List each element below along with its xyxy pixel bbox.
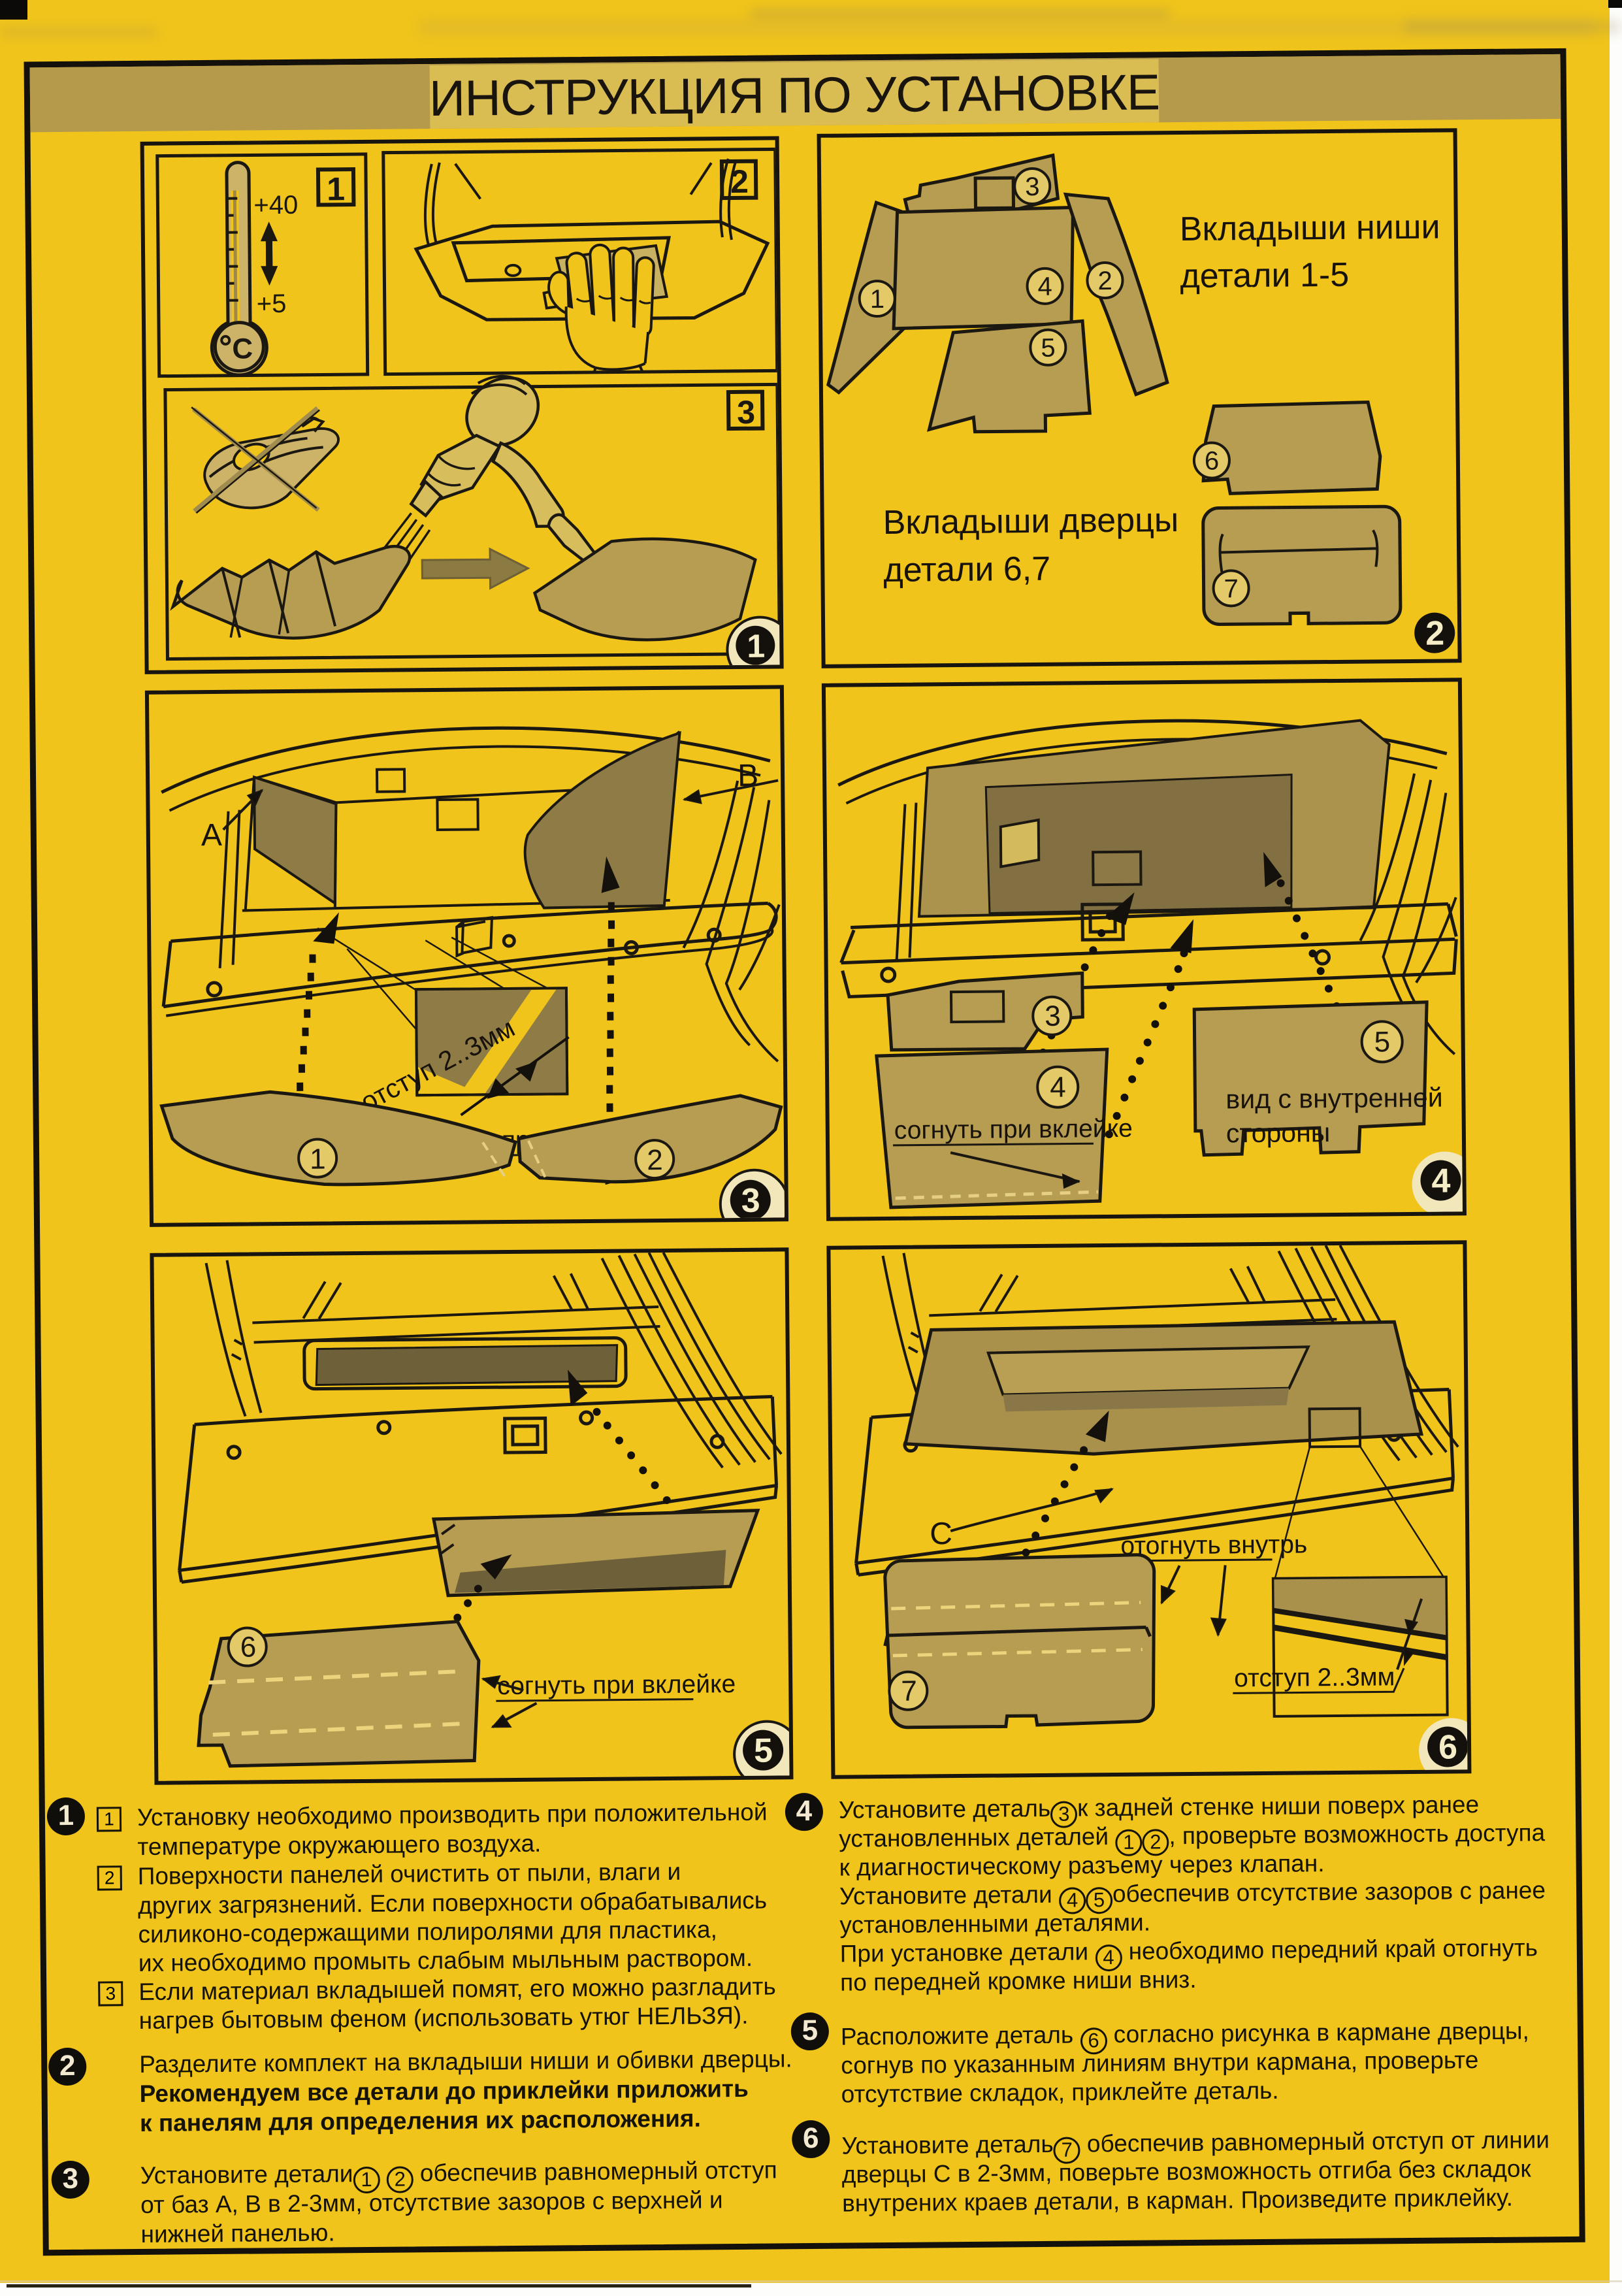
svg-text:согнуть при вклейке: согнуть при вклейке [894, 1115, 1133, 1145]
svg-text:1: 1 [747, 628, 765, 664]
svg-text:3: 3 [741, 1182, 760, 1220]
svg-text:детали 6,7: детали 6,7 [883, 550, 1050, 589]
svg-text:вид с внутренней: вид с внутренней [1225, 1083, 1443, 1115]
svg-text:отступ 2..3мм: отступ 2..3мм [1234, 1663, 1395, 1692]
svg-text:3: 3 [737, 394, 755, 431]
svg-text:5: 5 [1374, 1026, 1390, 1058]
svg-text:7: 7 [901, 1675, 917, 1707]
svg-text:6: 6 [240, 1631, 256, 1663]
svg-text:3: 3 [1025, 172, 1040, 201]
svg-text:2: 2 [1425, 615, 1444, 653]
svg-text:2: 2 [730, 163, 749, 200]
svg-text:детали 1-5: детали 1-5 [1180, 256, 1349, 295]
svg-text:стороны: стороны [1226, 1117, 1331, 1148]
svg-text:+40: +40 [253, 191, 298, 220]
svg-text:согнуть при вклейке: согнуть при вклейке [497, 1670, 736, 1700]
svg-text:C: C [232, 333, 253, 365]
svg-text:C: C [930, 1517, 952, 1551]
svg-text:6: 6 [1205, 447, 1220, 476]
svg-text:5: 5 [754, 1732, 773, 1770]
svg-text:1: 1 [870, 285, 885, 314]
svg-text:отогнуть внутрь: отогнуть внутрь [1120, 1530, 1307, 1560]
svg-text:2: 2 [647, 1144, 663, 1176]
svg-text:Вкладыши ниши: Вкладыши ниши [1180, 208, 1440, 248]
svg-text:4: 4 [1037, 272, 1052, 301]
svg-text:+5: +5 [257, 289, 287, 318]
svg-text:A: A [201, 818, 222, 853]
svg-text:3: 3 [1045, 1000, 1061, 1032]
svg-text:5: 5 [1041, 334, 1056, 363]
svg-text:6: 6 [1438, 1728, 1457, 1766]
svg-text:1: 1 [310, 1143, 326, 1175]
svg-text:2: 2 [1097, 267, 1112, 295]
svg-text:Вкладыши дверцы: Вкладыши дверцы [883, 501, 1178, 542]
svg-text:4: 4 [1431, 1162, 1451, 1200]
svg-text:7: 7 [1224, 574, 1239, 603]
svg-text:4: 4 [1050, 1072, 1066, 1104]
svg-text:1: 1 [327, 171, 345, 207]
